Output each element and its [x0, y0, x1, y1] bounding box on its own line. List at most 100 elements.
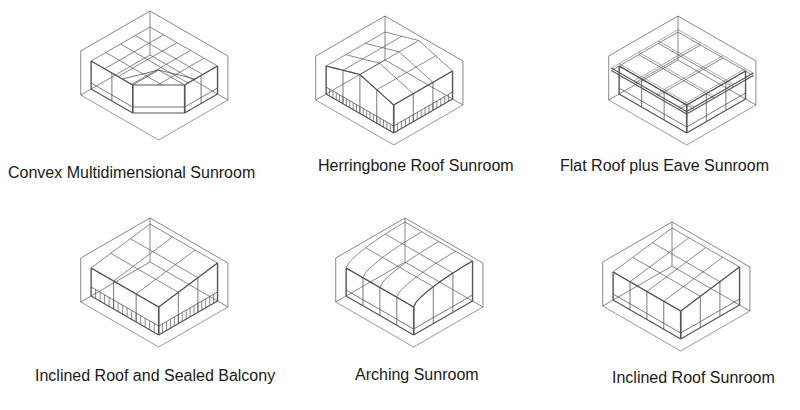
- frame-line: [136, 313, 137, 322]
- frame-line: [414, 261, 473, 307]
- frame-line: [190, 308, 191, 317]
- frame-line: [159, 263, 218, 307]
- frame-line: [680, 311, 681, 339]
- frame-line: [205, 299, 206, 308]
- frame-line: [136, 294, 137, 322]
- frame-line: [159, 263, 218, 307]
- frame-line: [159, 70, 195, 79]
- caption-label: Inclined Roof Sunroom: [612, 368, 775, 387]
- frame-line: [630, 238, 689, 282]
- frame-line: [359, 75, 360, 114]
- caption-label: Convex Multidimensional Sunroom: [8, 163, 255, 182]
- frame-line: [413, 307, 414, 335]
- frame-line: [133, 112, 185, 113]
- frame-line: [349, 101, 350, 108]
- frame-line: [339, 95, 340, 102]
- frame-line: [362, 278, 363, 306]
- frame-line: [405, 119, 406, 126]
- frame-line: [405, 222, 473, 261]
- frame-line: [619, 66, 694, 110]
- frame-line: [633, 257, 701, 296]
- frame-line: [613, 272, 681, 311]
- frame-line: [185, 88, 218, 107]
- frame-line: [326, 66, 394, 105]
- frame-line: [132, 85, 133, 113]
- frame-line: [376, 90, 377, 124]
- frame-line: [336, 93, 337, 100]
- frame-line: [193, 306, 194, 315]
- frame-line: [397, 251, 456, 297]
- frame-line: [158, 307, 159, 335]
- frame-line: [680, 311, 681, 339]
- frame-line: [104, 295, 105, 304]
- frame-line: [90, 61, 91, 89]
- frame-line: [133, 70, 159, 85]
- frame-line: [154, 323, 155, 332]
- frame-line: [414, 301, 473, 335]
- frame-line: [377, 56, 436, 90]
- frame-line: [363, 232, 422, 278]
- frame-line: [619, 88, 687, 127]
- frame-line: [603, 306, 750, 351]
- frame-line: [444, 97, 445, 104]
- frame-line: [170, 319, 171, 328]
- frame-line: [346, 296, 414, 335]
- caption-label: Arching Sunroom: [355, 365, 479, 384]
- frame-line: [353, 103, 354, 110]
- frame-line: [197, 303, 198, 312]
- frame-line: [608, 56, 609, 100]
- frame-line: [336, 302, 483, 347]
- frame-line: [185, 94, 218, 113]
- frame-line: [113, 300, 114, 309]
- frame-line: [91, 89, 133, 113]
- frame-line: [140, 316, 141, 325]
- frame-line: [184, 85, 185, 113]
- frame-line: [130, 239, 198, 278]
- frame-line: [421, 110, 422, 117]
- frame-line: [639, 55, 714, 99]
- frame-line: [95, 290, 96, 299]
- frame-line: [611, 68, 753, 112]
- frame-line: [109, 297, 110, 306]
- frame-line: [409, 117, 410, 124]
- frame-line: [385, 234, 453, 273]
- frame-line: [687, 99, 746, 133]
- frame-line: [335, 258, 336, 302]
- frame-line: [602, 262, 603, 306]
- frame-line: [81, 218, 228, 263]
- frame-line: [336, 262, 483, 307]
- frame-line: [609, 16, 756, 61]
- frame-line: [90, 268, 91, 296]
- frame-line: [166, 321, 167, 330]
- frame-line: [346, 55, 414, 94]
- frame-line: [111, 253, 179, 292]
- frame-line: [329, 89, 330, 96]
- convex-sunroom-drawing: [81, 11, 228, 140]
- frame-line: [346, 99, 347, 106]
- frame-line: [136, 250, 195, 294]
- frame-line: [414, 295, 473, 329]
- frame-line: [127, 308, 128, 317]
- frame-line: [81, 95, 228, 140]
- herringbone-sunroom-drawing: [316, 16, 463, 145]
- frame-line: [386, 122, 387, 129]
- frame-line: [681, 305, 740, 339]
- frame-line: [158, 58, 204, 85]
- frame-line: [658, 43, 733, 87]
- frame-line: [81, 262, 228, 307]
- frame-line: [325, 66, 326, 94]
- frame-line: [678, 30, 753, 74]
- frame-line: [316, 16, 463, 61]
- frame-line: [100, 292, 101, 301]
- frame-line: [425, 108, 426, 115]
- frame-line: [681, 267, 740, 311]
- frame-line: [619, 94, 687, 133]
- frame-line: [91, 296, 159, 335]
- caption-label: Herringbone Roof Sunroom: [318, 156, 514, 175]
- frame-line: [185, 66, 218, 85]
- frame-line: [332, 91, 333, 98]
- frame-line: [132, 85, 133, 113]
- frame-line: [135, 36, 203, 75]
